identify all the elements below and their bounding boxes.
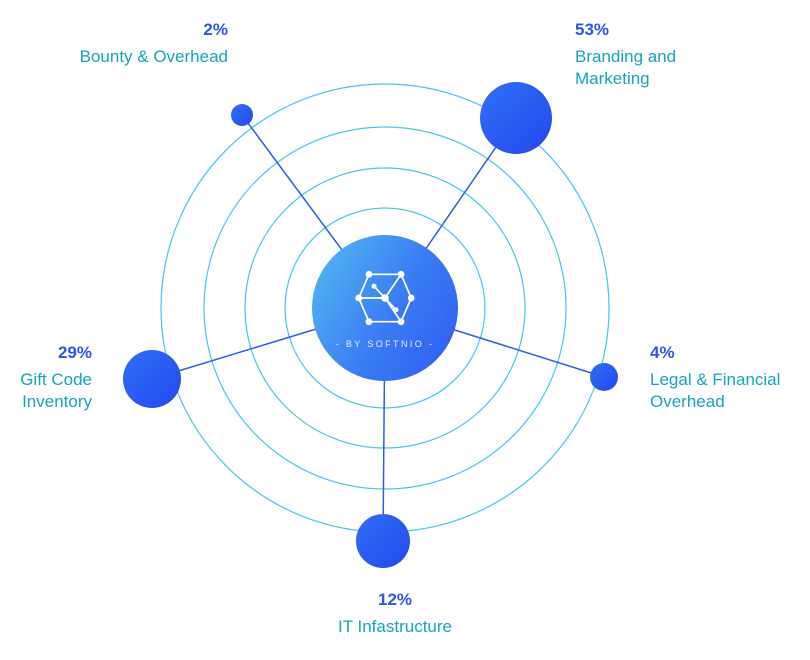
- chart-center-badge: - BY SOFTNIO -: [312, 235, 458, 381]
- data-dots: [123, 82, 618, 568]
- brand-label: - BY SOFTNIO -: [335, 339, 435, 349]
- category-it: IT Infastructure: [337, 617, 452, 636]
- orbit-ring-3: [203, 126, 567, 490]
- category-branding: Branding and Marketing: [575, 47, 677, 89]
- dot-it-12: [356, 514, 410, 568]
- dot-legal-4: [590, 363, 618, 391]
- pct-bounty: 2%: [203, 20, 228, 39]
- category-gift: Gift Code Inventory: [20, 370, 92, 412]
- label-legal-financial: 4% Legal & Financial Overhead: [650, 343, 808, 414]
- label-gift-code-inventory: 29% Gift Code Inventory: [4, 343, 92, 414]
- dot-bounty-2: [231, 104, 253, 126]
- label-branding-marketing: 53% Branding and Marketing: [575, 20, 735, 91]
- pct-it: 12%: [377, 590, 413, 609]
- label-bounty-overhead: 2% Bounty & Overhead: [8, 20, 228, 68]
- category-bounty: Bounty & Overhead: [79, 47, 228, 66]
- pct-branding: 53%: [575, 20, 610, 39]
- polygon-network-icon: [355, 270, 415, 326]
- label-it-infrastructure: 12% IT Infastructure: [275, 590, 515, 638]
- orbit-ring-inner: [284, 207, 486, 409]
- category-legal: Legal & Financial Overhead: [650, 370, 781, 412]
- pct-legal: 4%: [650, 343, 675, 362]
- dot-gift-29: [123, 350, 181, 408]
- pct-gift: 29%: [57, 343, 92, 362]
- orbit-ring-2: [244, 167, 526, 449]
- dot-branding-53: [480, 82, 552, 154]
